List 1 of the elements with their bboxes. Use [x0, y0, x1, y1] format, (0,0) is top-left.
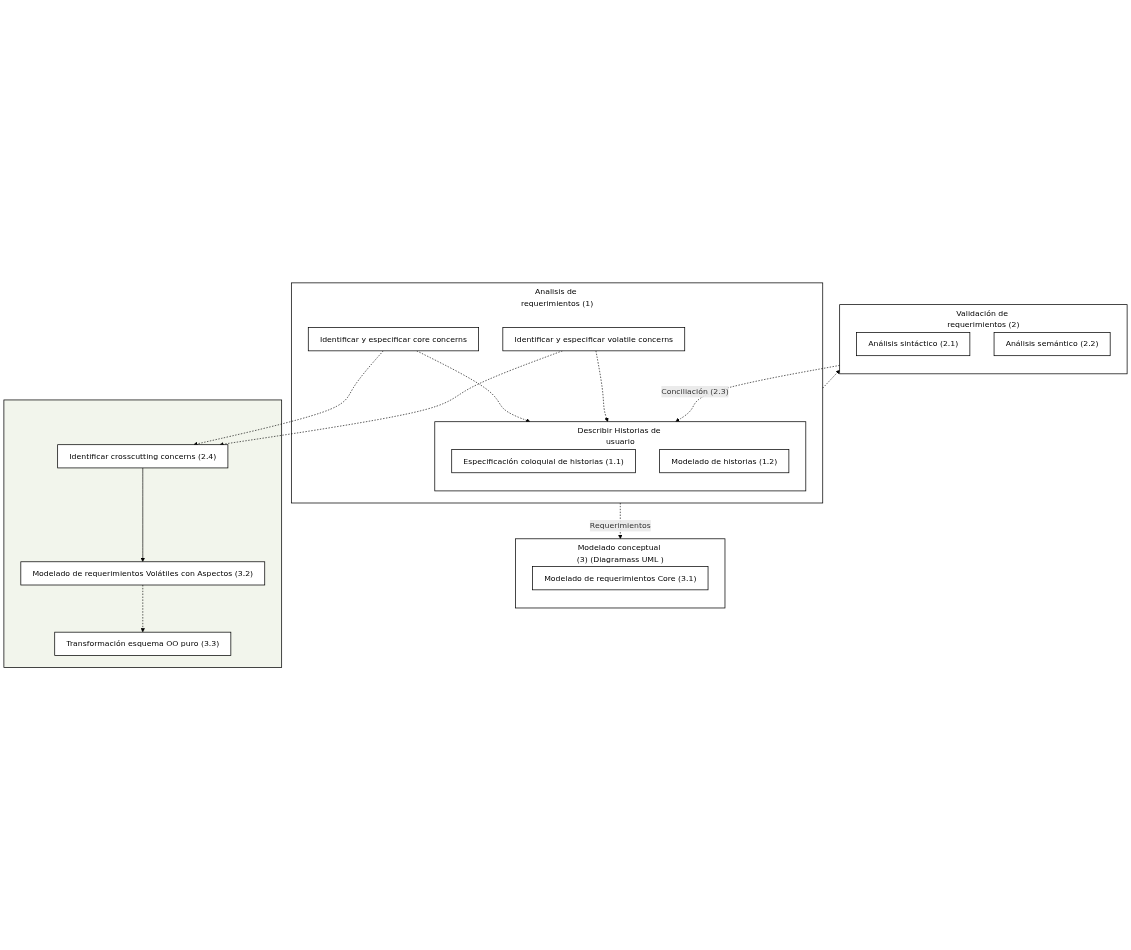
cluster [3, 399, 283, 668]
